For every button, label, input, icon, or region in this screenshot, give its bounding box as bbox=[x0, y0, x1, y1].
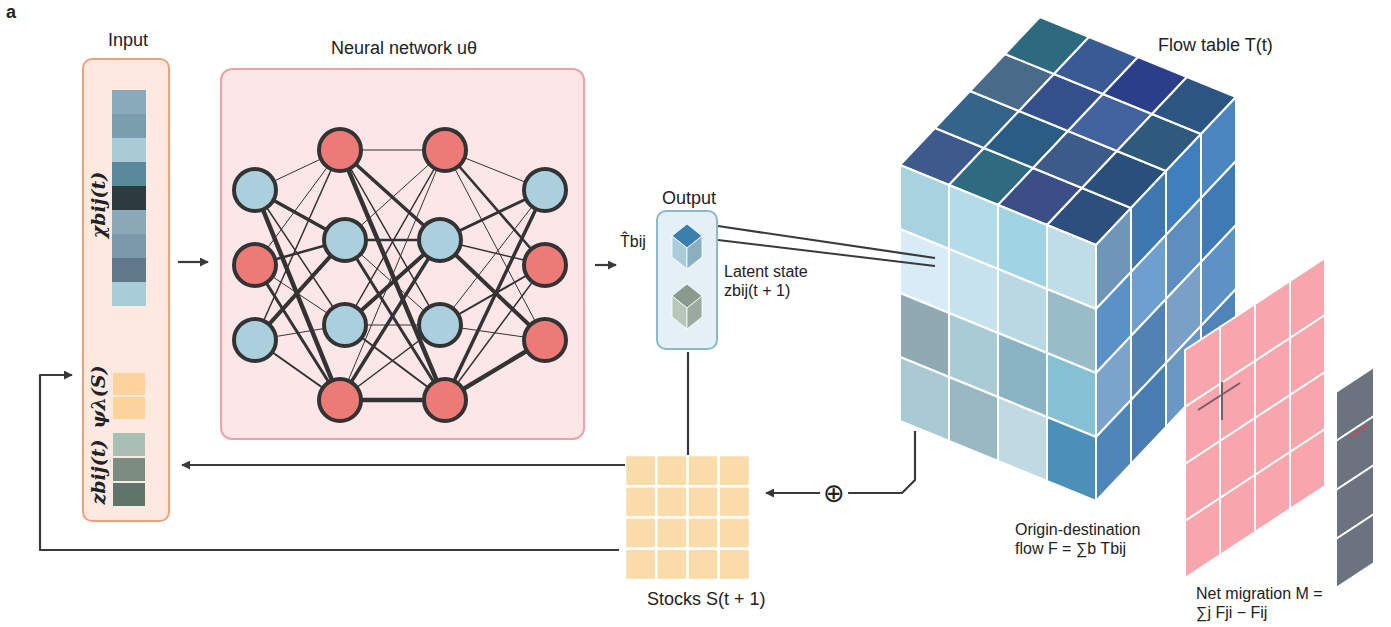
net-migration-column bbox=[1336, 367, 1374, 588]
column-cell bbox=[1336, 514, 1374, 588]
plane-cell bbox=[1290, 429, 1325, 509]
figure-heading: Flow table T(t) bbox=[1158, 35, 1273, 57]
cube-face bbox=[687, 296, 702, 329]
cube-face bbox=[687, 236, 702, 269]
origin-destination-plane bbox=[1185, 258, 1325, 578]
neuron bbox=[524, 169, 566, 211]
stocks-grid: Stocks S(t + 1) bbox=[625, 455, 750, 580]
stock-cell bbox=[688, 455, 719, 486]
panel-letter: a bbox=[6, 2, 16, 24]
migration-label: Net migration M = ∑j Fji − Fij bbox=[1196, 584, 1334, 622]
cube-face bbox=[672, 296, 687, 329]
flow-table-cube bbox=[900, 17, 1236, 501]
box-heading: Input bbox=[108, 30, 148, 52]
flow-table: Flow table T(t) bbox=[900, 17, 1236, 501]
neuron bbox=[234, 244, 276, 286]
stock-cell bbox=[625, 518, 656, 549]
stocks-table bbox=[625, 455, 750, 580]
input-symbol: χbij(t) bbox=[87, 172, 110, 239]
stock-feature-cell bbox=[112, 372, 146, 396]
cube-front-cell bbox=[900, 357, 949, 441]
plane-cell bbox=[1220, 475, 1255, 555]
neuron bbox=[234, 169, 276, 211]
latent-cell bbox=[112, 457, 146, 482]
stock-feature-cell bbox=[112, 396, 146, 420]
output-cubes bbox=[658, 212, 716, 348]
stock-cell bbox=[719, 518, 750, 549]
output-symbol: T̂bij bbox=[620, 232, 646, 251]
stock-cell bbox=[688, 549, 719, 580]
feature-cell bbox=[112, 90, 146, 114]
cube-front-cell bbox=[998, 397, 1047, 481]
cube-front-cell bbox=[1047, 417, 1096, 501]
box-heading: Neural network uθ bbox=[331, 38, 477, 60]
stock-cell bbox=[719, 486, 750, 517]
feature-cell bbox=[112, 138, 146, 162]
network-box: Neural network uθ bbox=[220, 68, 585, 440]
feature-cell bbox=[112, 162, 146, 186]
feature-cell bbox=[112, 234, 146, 258]
network-weight bbox=[445, 190, 545, 400]
latent-cell bbox=[112, 432, 146, 457]
stock-cell bbox=[625, 549, 656, 580]
latent-cell bbox=[112, 482, 146, 507]
neuron bbox=[324, 219, 366, 261]
stock-cell bbox=[656, 549, 687, 580]
stock-cell bbox=[625, 455, 656, 486]
plane-mark bbox=[1198, 383, 1240, 410]
feature-cell bbox=[112, 258, 146, 282]
box-heading: Output bbox=[662, 188, 716, 210]
neuron bbox=[419, 219, 461, 261]
output-box: Output bbox=[656, 210, 718, 350]
cube-side-cell bbox=[1096, 400, 1131, 501]
neuron bbox=[524, 319, 566, 361]
network-graph bbox=[222, 70, 583, 438]
column-mark bbox=[1350, 425, 1368, 437]
connector bbox=[718, 226, 935, 258]
cube-side-cell bbox=[1131, 363, 1166, 464]
neuron bbox=[319, 379, 361, 421]
neuron bbox=[319, 129, 361, 171]
plane-cell bbox=[1185, 498, 1220, 578]
feature-cell bbox=[112, 210, 146, 234]
stock-cell bbox=[656, 455, 687, 486]
flow-label: Origin-destination flow F = ∑b Tbij bbox=[1015, 520, 1165, 558]
stock-cell bbox=[719, 549, 750, 580]
sum-operator: ⊕ bbox=[820, 480, 848, 506]
plane-cell bbox=[1255, 452, 1290, 532]
plane-mark bbox=[1221, 382, 1223, 420]
feature-cell bbox=[112, 186, 146, 210]
input-symbol: zbij(t) bbox=[87, 440, 110, 505]
latent-state-label: Latent state zbij(t + 1) bbox=[724, 262, 836, 300]
cube-face bbox=[672, 236, 687, 269]
network-weight bbox=[340, 150, 445, 400]
input-symbol: ψλ(S) bbox=[87, 366, 110, 429]
feature-cell bbox=[112, 114, 146, 138]
network-weight bbox=[340, 150, 445, 400]
connector bbox=[178, 261, 208, 263]
stock-cell bbox=[656, 486, 687, 517]
neuron bbox=[424, 129, 466, 171]
feature-cell bbox=[112, 282, 146, 306]
neuron bbox=[234, 319, 276, 361]
stock-cell bbox=[688, 518, 719, 549]
neuron bbox=[524, 244, 566, 286]
input-box: Inputχbij(t)ψλ(S)zbij(t) bbox=[82, 58, 170, 522]
neuron bbox=[324, 304, 366, 346]
neuron bbox=[424, 379, 466, 421]
connector bbox=[595, 264, 616, 266]
stock-cell bbox=[688, 486, 719, 517]
stock-cell bbox=[719, 455, 750, 486]
stock-cell bbox=[625, 486, 656, 517]
grid-caption: Stocks S(t + 1) bbox=[647, 589, 766, 611]
cube-front-cell bbox=[949, 377, 998, 461]
neuron bbox=[419, 304, 461, 346]
stock-cell bbox=[656, 518, 687, 549]
